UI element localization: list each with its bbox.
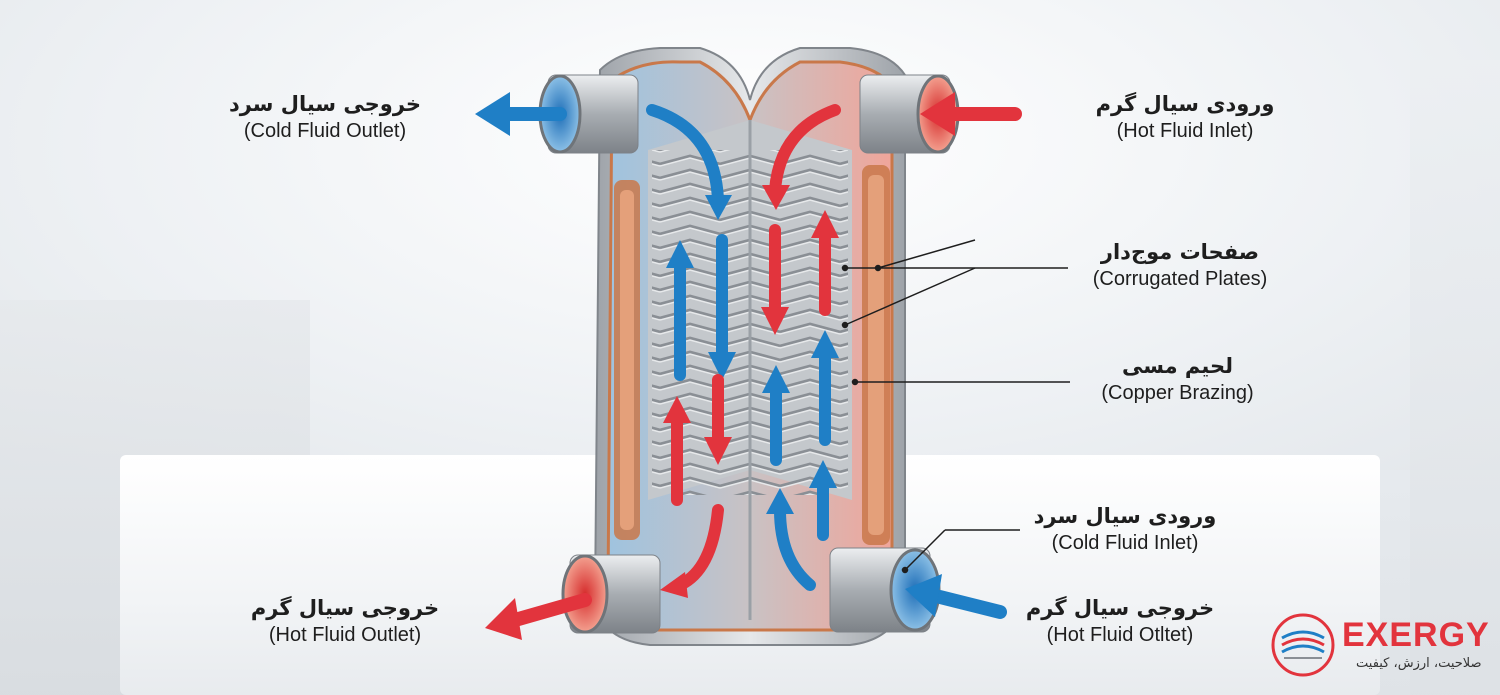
label-copper-brazing: لحیم مسی (Copper Brazing)	[1070, 352, 1285, 406]
exergy-logo-icon	[1271, 613, 1335, 677]
lab-cabinet-right	[1410, 60, 1500, 695]
label-hot-fluid-outlet-right: خروجی سیال گرم (Hot Fluid Otltet)	[1015, 594, 1225, 648]
arrow-down-red-1	[704, 374, 732, 465]
arrow-up-blue-1	[666, 240, 694, 381]
label-en: (Copper Brazing)	[1101, 382, 1254, 404]
label-en: (Cold Fluid Outlet)	[243, 120, 407, 142]
label-cold-fluid-outlet: خروجی سیال سرد (Cold Fluid Outlet)	[210, 90, 440, 144]
arrow-hot-in	[920, 92, 1022, 136]
label-hot-fluid-inlet: ورودی سیال گرم (Hot Fluid Inlet)	[1075, 90, 1295, 144]
label-en: (Hot Fluid Otltet)	[1046, 624, 1194, 646]
label-fa: ورودی سیال سرد	[1033, 504, 1217, 528]
label-fa: ورودی سیال گرم	[1095, 92, 1275, 116]
leader-lines	[841, 239, 1070, 574]
label-cold-fluid-inlet: ورودی سیال سرد (Cold Fluid Inlet)	[1020, 502, 1230, 556]
label-en: (Cold Fluid Inlet)	[1051, 532, 1199, 554]
label-fa: خروجی سیال سرد	[228, 92, 422, 116]
label-en: (Hot Fluid Inlet)	[1116, 120, 1254, 142]
label-fa: خروجی سیال گرم	[250, 596, 440, 620]
arrow-up-blue-3	[811, 330, 839, 446]
arrow-up-blue-2	[762, 365, 790, 466]
arrow-hot-out	[485, 593, 592, 640]
exergy-logo: EXERGY صلاحیت، ارزش، کیفیت	[1270, 610, 1490, 680]
arrow-down-red-2	[761, 224, 789, 335]
label-fa: خروجی سیال گرم	[1025, 596, 1215, 620]
flow-arrows	[475, 92, 1022, 640]
arrow-up-red-2	[811, 210, 839, 316]
port-hot-outlet	[561, 554, 661, 634]
label-fa: صفحات موج‌دار	[1100, 240, 1260, 264]
arrow-cold-in	[905, 574, 1007, 619]
label-en: (Corrugated Plates)	[1092, 268, 1268, 290]
logo-name: EXERGY	[1342, 616, 1490, 654]
label-hot-fluid-outlet: خروجی سیال گرم (Hot Fluid Outlet)	[240, 594, 450, 648]
label-en: (Hot Fluid Outlet)	[268, 624, 422, 646]
arrow-up-red-1	[663, 396, 691, 506]
arrow-cold-out	[475, 92, 567, 136]
corrugated-plate-pack	[648, 120, 852, 620]
arrow-up-blue-4	[809, 460, 837, 541]
port-cold-outlet	[538, 74, 639, 154]
copper-brazing-layers	[614, 165, 890, 545]
label-fa: لحیم مسی	[1122, 354, 1233, 378]
logo-tagline: صلاحیت، ارزش، کیفیت	[1356, 656, 1482, 671]
label-corrugated-plates: صفحات موج‌دار (Corrugated Plates)	[1065, 238, 1295, 292]
arrow-down-blue-1	[708, 234, 736, 380]
